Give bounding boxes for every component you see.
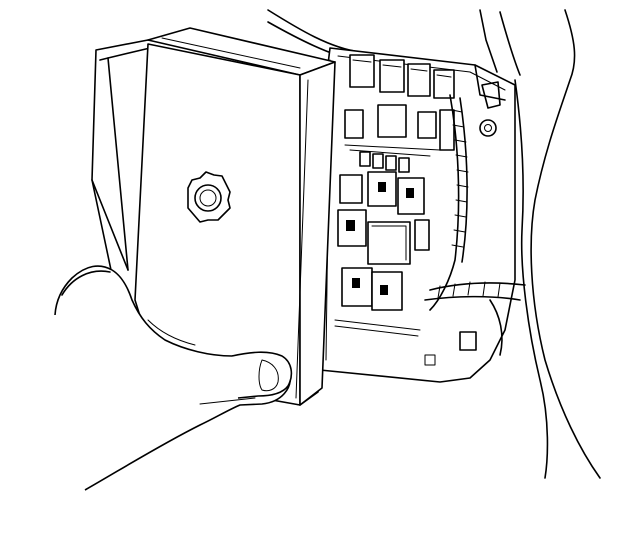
fuse — [417, 111, 437, 139]
relay — [407, 63, 431, 97]
mini-fuse — [372, 153, 384, 169]
relay — [349, 54, 375, 88]
relay-terminal-icon — [352, 278, 360, 288]
fuse-block-components — [334, 54, 477, 366]
hand-holding-cover — [54, 265, 293, 491]
cover-fastener-icon — [187, 171, 231, 223]
relay-terminal-icon — [346, 220, 355, 231]
mounting-stud-icon — [479, 119, 497, 137]
large-relay — [367, 221, 411, 265]
relay-terminal-icon — [380, 285, 388, 295]
relay — [377, 104, 407, 138]
relay — [433, 69, 455, 99]
mini-fuse — [398, 157, 410, 173]
fuse-block-cover — [91, 27, 336, 406]
wiring-harness — [424, 94, 526, 356]
relay-terminal-icon — [406, 188, 414, 198]
fuse — [344, 109, 364, 139]
relay-terminal-icon — [378, 182, 386, 192]
mini-fuse — [385, 155, 397, 171]
mini-fuse — [359, 151, 371, 167]
fuse — [414, 219, 430, 251]
relay — [339, 174, 363, 204]
fuse — [439, 109, 455, 151]
